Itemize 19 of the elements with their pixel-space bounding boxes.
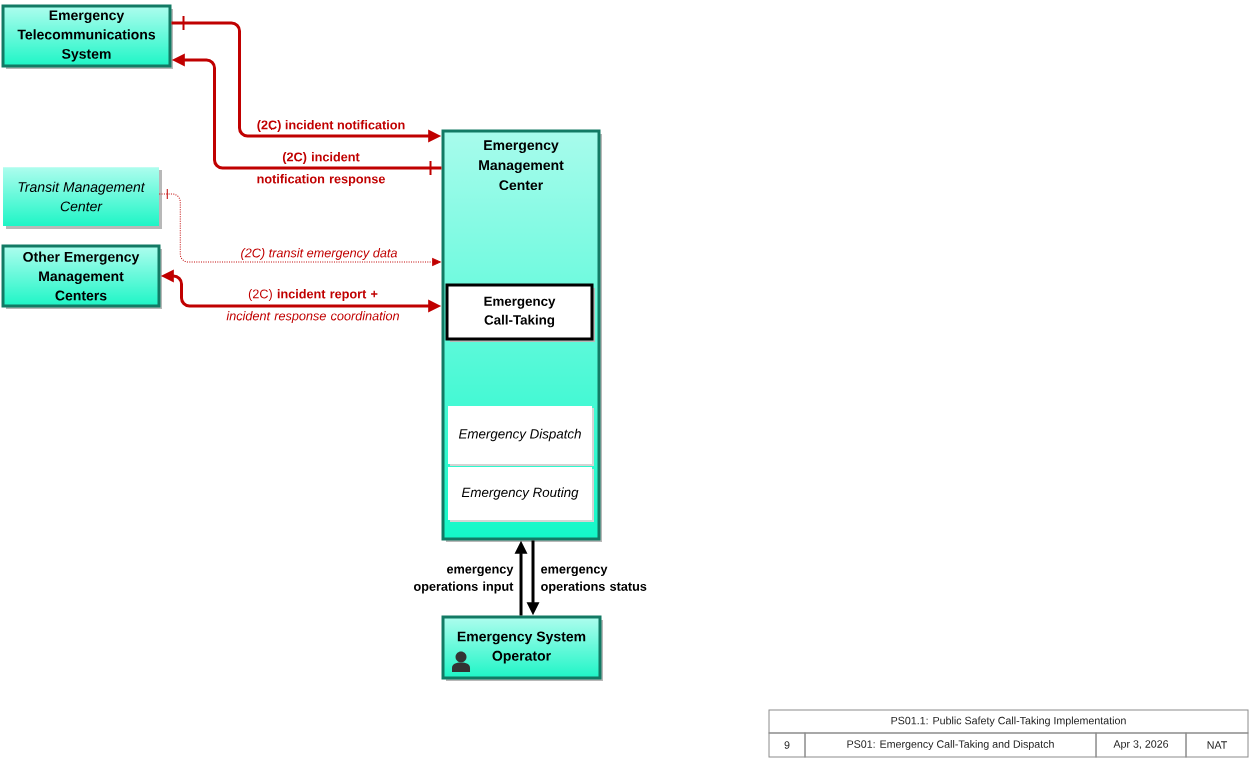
system-box: Emergency Telecommunications System (1, 4, 173, 69)
edge-label: (2C) incident notification response (257, 152, 385, 186)
function-box: Emergency Dispatch (448, 406, 594, 466)
system-box: Transit Management Center (3, 167, 162, 229)
edge-label: emergency operations status (541, 566, 647, 594)
edge-label: (2C) incident notification (257, 120, 405, 132)
system-box: Other Emergency Management Centers (1, 244, 162, 309)
table-cell: 9 (768, 732, 806, 758)
function-box: Emergency Routing (448, 467, 594, 522)
table-cell: NAT (1185, 732, 1249, 758)
operator-box: Emergency System Operator (441, 615, 603, 681)
table-cell: PS01: Emergency Call-Taking and Dispatch (804, 732, 1097, 758)
function-box: Emergency Call-Taking (445, 283, 595, 342)
table-cell: Apr 3, 2026 (1095, 732, 1187, 758)
arrow (158, 188, 441, 266)
edge-label: (2C) transit emergency data (241, 248, 398, 260)
edge-label: emergency operations input (414, 566, 514, 594)
edge-label: (2C) incident report + incident response coordination (226, 289, 399, 323)
table-cell: PS01.1: Public Safety Call-Taking Implementation (768, 709, 1249, 734)
